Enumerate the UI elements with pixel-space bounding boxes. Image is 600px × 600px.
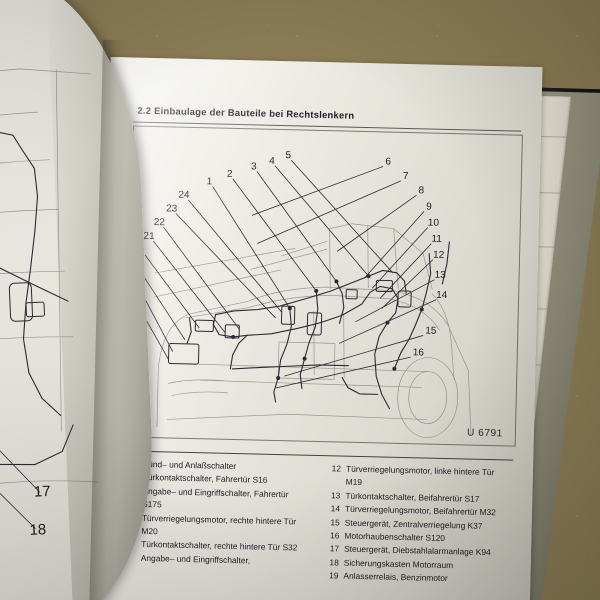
svg-text:11: 11 [431,234,442,245]
legend-number: 18 [329,557,339,568]
svg-text:7: 7 [403,171,409,182]
svg-text:12: 12 [433,250,445,261]
svg-text:17: 17 [34,483,51,501]
legend-text: Angabe– und Eingriffschalter, [140,552,251,566]
svg-text:13: 13 [434,270,446,281]
svg-text:9: 9 [426,201,432,212]
legend-number: 12 [331,463,342,474]
legend-number: 16 [330,530,340,541]
svg-text:24: 24 [178,190,190,201]
legend-number: 19 [329,570,339,581]
svg-text:15: 15 [425,325,437,336]
svg-text:16: 16 [413,347,425,358]
facing-page-diagram: 17 18 7 8 [0,68,98,539]
manual-left-page: enkern [0,0,160,600]
svg-text:5: 5 [285,150,291,161]
legend: Zünd– und Anlaßschalter Türkontaktschalt… [122,457,517,587]
svg-text:21: 21 [143,231,155,242]
manual-right-page: 2.2 Einbaulage der Bauteile bei Rechtsle… [97,56,543,600]
section-heading: 2.2 Einbaulage der Bauteile bei Rechtsle… [137,105,355,122]
legend-number: 15 [330,516,340,528]
svg-text:1: 1 [207,176,213,187]
svg-text:3: 3 [251,161,257,172]
legend-number: 14 [330,503,341,514]
figure-frame: 1 2 3 4 5 24 23 22 21 20 19 18 17 6 7 8 [125,125,523,447]
svg-text:4: 4 [269,156,275,167]
svg-text:14: 14 [436,290,448,301]
svg-text:18: 18 [29,521,46,539]
figure-reference: U 6791 [466,427,504,440]
svg-text:10: 10 [428,218,440,229]
svg-text:23: 23 [166,203,178,214]
svg-text:22: 22 [154,217,166,228]
legend-number: 13 [330,490,341,501]
svg-text:6: 6 [385,156,391,167]
wiring-diagram: 1 2 3 4 5 24 23 22 21 20 19 18 17 6 7 8 [130,150,472,438]
svg-text:8: 8 [418,185,424,196]
legend-text: Anlasserrelais, Benzinmotor [343,570,448,584]
legend-column-right: 12 Türverriegelungsmotor, linke hintere … [325,462,517,587]
svg-text:2: 2 [227,169,233,180]
legend-number: 17 [329,543,340,554]
